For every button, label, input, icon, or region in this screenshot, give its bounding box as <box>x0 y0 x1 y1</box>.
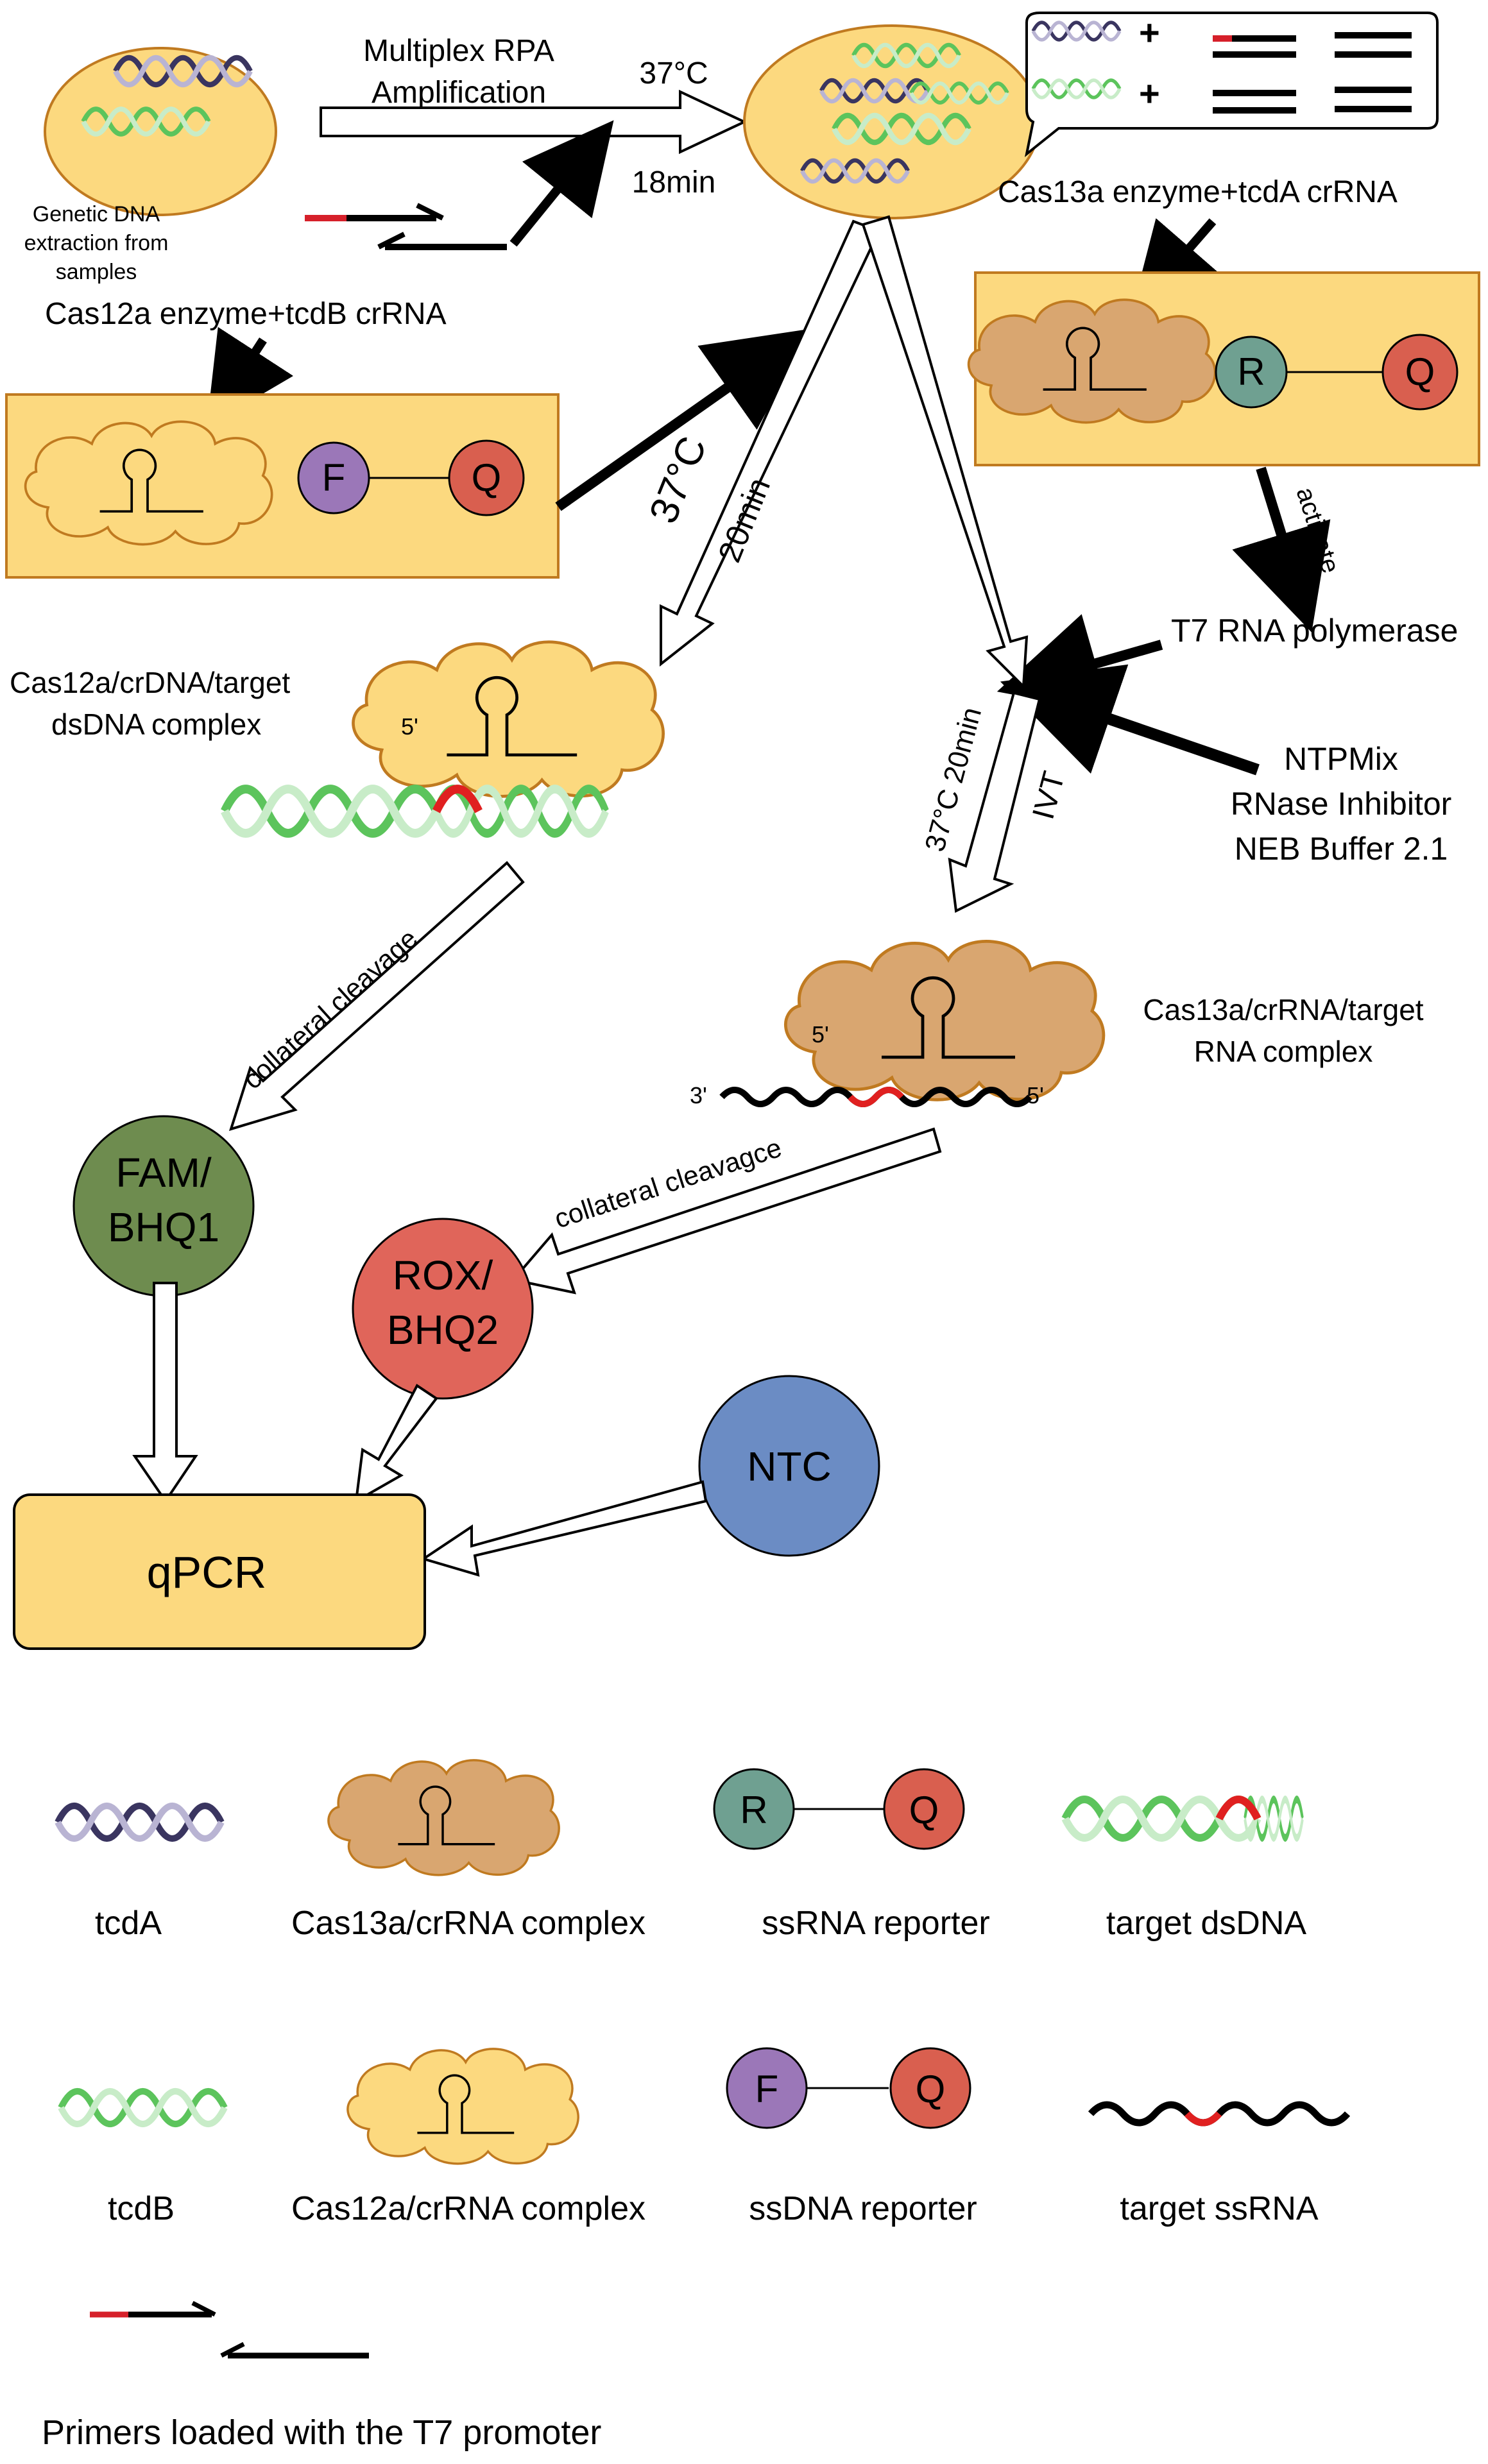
cas13a-complex-label-2: RNA complex <box>1194 1035 1373 1068</box>
extraction-label-1: Genetic DNA <box>33 202 160 226</box>
legend-cas13a-swatch <box>327 1759 560 1876</box>
q-quencher-2 <box>1381 334 1458 411</box>
collateral-left-label: collateral cleavage <box>237 923 423 1095</box>
r-letter: R <box>1237 350 1265 393</box>
cas13a-complex-5prime: 5' <box>812 1021 829 1048</box>
legend-tcdB-label: tcdB <box>108 2190 175 2227</box>
target-dsdna-helix <box>225 789 606 833</box>
legend-q-letter-2: Q <box>916 2068 946 2111</box>
rox-label: ROX/ <box>393 1252 493 1298</box>
bhq1-label: BHQ1 <box>108 1204 219 1250</box>
rpa-primers <box>305 203 507 250</box>
legend-ssrna-reporter-label: ssRNA reporter <box>762 1905 989 1942</box>
legend-primers-swatch <box>90 2300 369 2359</box>
rpa-product-blob <box>743 24 1041 219</box>
bubble-plus-1: + <box>1139 12 1160 53</box>
cas12a-complex-label-1: Cas12a/crDNA/target <box>10 666 290 699</box>
ssrna-5prime: 5' <box>1027 1082 1044 1109</box>
rpa-to-cas12a-complex-arrow <box>660 219 881 667</box>
qpcr-box <box>13 1493 426 1650</box>
legend-ssdna-reporter-label: ssDNA reporter <box>749 2190 977 2227</box>
activate-arrow <box>1232 466 1331 633</box>
cas13a-complex-label-1: Cas13a/crRNA/target <box>1143 993 1423 1026</box>
legend-cas12a-swatch <box>346 2048 579 2165</box>
rpa-primer-bubble <box>1024 12 1439 157</box>
bubble-plus-2: + <box>1139 73 1160 114</box>
rpa-temp-label: 37°C <box>639 56 708 90</box>
primer-to-rpa-arrow <box>509 120 614 247</box>
qpcr-label: qPCR <box>147 1547 267 1597</box>
legend-cas13a-label: Cas13a/crRNA complex <box>291 1905 646 1942</box>
rnase-inhibitor-label: RNase Inhibitor <box>1231 786 1452 822</box>
activate-label: activate <box>1290 484 1344 577</box>
legend-q-letter: Q <box>909 1789 939 1831</box>
legend-cas12a-label: Cas12a/crRNA complex <box>291 2190 646 2227</box>
cas12a-target-complex <box>354 642 663 797</box>
fam-to-qpcr-arrow <box>132 1282 198 1504</box>
ivt-arrow <box>948 691 1041 913</box>
legend-r-letter: R <box>740 1789 767 1831</box>
cas12a-cloud <box>24 420 273 546</box>
ntpmix-label: NTPMix <box>1284 741 1398 777</box>
bhq2-label: BHQ2 <box>387 1307 499 1353</box>
multiplex-rpa-label-2: Amplification <box>372 76 546 110</box>
collateral-right-arrow <box>511 1127 942 1295</box>
legend-primers-label: Primers loaded with the T7 promoter <box>42 2413 601 2452</box>
legend-tcdA-label: tcdA <box>95 1905 162 1942</box>
target-ssrna-mismatch <box>848 1087 904 1107</box>
neb-buffer-label: NEB Buffer 2.1 <box>1235 831 1448 867</box>
q-letter-2: Q <box>1405 350 1435 393</box>
legend-target-ssrna-swatch <box>1088 2101 1351 2127</box>
legend-tcdA-swatch <box>58 1806 221 1839</box>
ntc-node <box>698 1375 880 1557</box>
ntc-label: NTC <box>747 1443 832 1490</box>
legend-target-dsdna-label: target dsDNA <box>1106 1905 1306 1942</box>
cas13a-cloud <box>967 298 1217 424</box>
f-letter: F <box>322 456 346 499</box>
rox-bhq2-node <box>352 1218 534 1400</box>
q-quencher <box>448 439 525 516</box>
legend-tcdB-swatch <box>61 2091 225 2124</box>
legend-target-dsdna-swatch <box>1065 1799 1303 1838</box>
ntp-arrow <box>1000 664 1260 776</box>
ivt-label: IVT <box>1026 768 1072 823</box>
extraction-label-2: extraction from <box>24 231 169 255</box>
cas12a-complex-5prime: 5' <box>401 713 418 740</box>
cas12a-enzyme-label: Cas12a enzyme+tcdB crRNA <box>45 297 447 331</box>
extraction-label-3: samples <box>56 260 137 284</box>
rox-to-qpcr-arrow <box>354 1384 438 1504</box>
ssrna-3prime: 3' <box>690 1082 707 1109</box>
q-letter: Q <box>472 456 502 499</box>
fam-label: FAM/ <box>115 1150 212 1196</box>
cas13a-enzyme-label: Cas13a enzyme+tcdA crRNA <box>998 175 1398 209</box>
cas12a-box-to-rpa-arrow <box>555 328 812 511</box>
collateral-left-arrow <box>228 861 525 1132</box>
cas12a-complex-label-2: dsDNA complex <box>51 708 261 741</box>
t7-polymerase-label: T7 RNA polymerase <box>1171 613 1458 649</box>
cas13a-target-complex <box>785 941 1103 1100</box>
sample-dna-blob <box>44 47 277 216</box>
multiplex-rpa-label-1: Multiplex RPA <box>363 34 554 68</box>
t7-arrow <box>996 614 1163 713</box>
legend-f-letter: F <box>755 2068 779 2111</box>
legend-ssrna-reporter-swatch <box>713 1768 965 1850</box>
rpa-time-label: 18min <box>632 166 716 200</box>
rpa-to-ivt-arrow <box>861 215 1029 690</box>
legend-target-ssrna-label: target ssRNA <box>1120 2190 1319 2227</box>
legend-ssdna-reporter-swatch <box>726 2047 971 2129</box>
ntc-to-qpcr-arrow <box>420 1480 708 1577</box>
